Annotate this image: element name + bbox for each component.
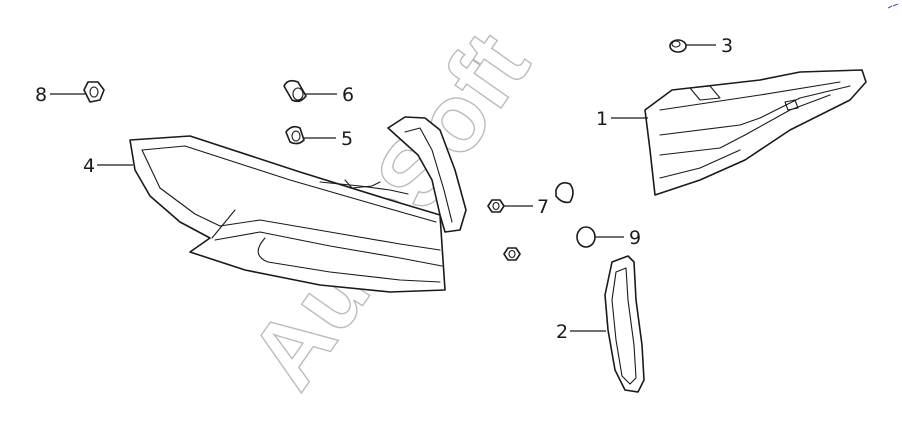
callout-5: 5 [341,128,353,150]
callout-6: 6 [342,84,354,106]
outer-tail-lamp[interactable] [129,116,467,293]
clip-5[interactable] [285,125,305,145]
inner-tail-lamp[interactable] [644,69,867,196]
callout-1: 1 [596,108,608,130]
callout-7: 7 [537,196,549,218]
side-reflector[interactable] [604,255,645,393]
callout-3: 3 [721,35,733,57]
callout-8: 8 [35,84,47,106]
corner-mark [887,3,899,9]
grommet-3[interactable] [669,39,687,53]
nut-secondary[interactable] [503,247,521,261]
bolt-8[interactable] [83,81,105,103]
callout-4: 4 [83,155,95,177]
callout-9: 9 [629,227,641,249]
cap-9[interactable] [576,226,596,248]
clip-6[interactable] [283,79,307,103]
callout-2: 2 [556,321,568,343]
nut-7[interactable] [487,199,505,213]
cap-unlabeled[interactable] [555,182,574,204]
